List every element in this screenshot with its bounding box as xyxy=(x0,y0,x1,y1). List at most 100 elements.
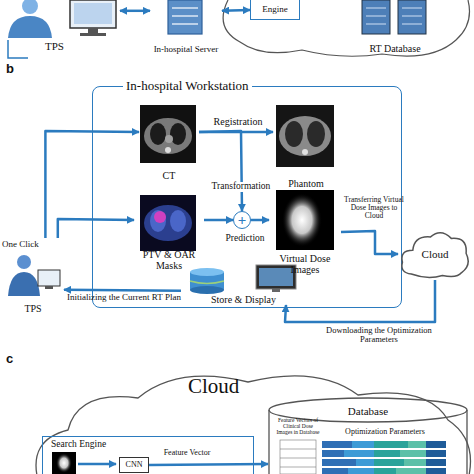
rt-database-icon xyxy=(362,0,390,34)
mask-image xyxy=(140,195,196,251)
parameter-table xyxy=(374,450,400,457)
mask-image xyxy=(144,205,192,241)
node-text: Database xyxy=(268,405,468,417)
parameter-table xyxy=(280,449,316,467)
database-box: RT Database xyxy=(350,0,440,54)
parameter-table xyxy=(344,450,374,457)
phantom-image xyxy=(279,116,331,156)
parameter-table xyxy=(374,459,404,466)
ct-box: CT xyxy=(139,105,199,181)
dose-box: Virtual Dose Images xyxy=(269,189,341,275)
cnn-box: CNN xyxy=(119,457,149,473)
tps-user-icon xyxy=(8,255,60,296)
parameter-table xyxy=(404,459,426,466)
parameter-table xyxy=(400,450,426,457)
mask-image xyxy=(140,195,196,251)
display-icon xyxy=(256,265,296,289)
ct-image xyxy=(144,118,192,154)
flow-arrow xyxy=(341,231,398,254)
panel-label: c xyxy=(6,352,26,366)
cloud-outline xyxy=(223,0,469,56)
node-text: CT xyxy=(139,171,199,182)
node-text: Cloud xyxy=(188,374,239,399)
server-icon xyxy=(168,0,202,34)
parameter-table xyxy=(374,441,408,448)
database-icon xyxy=(190,268,224,276)
parameter-table xyxy=(426,468,446,474)
flow-arrow xyxy=(285,280,435,322)
sum-circle: + xyxy=(233,211,251,229)
tps-user-icon xyxy=(8,272,40,296)
edge-label: Downloading the Optimization Parameters xyxy=(320,326,438,344)
database-icon xyxy=(190,281,224,284)
parameter-table xyxy=(396,468,426,474)
store-box: Store & Display xyxy=(181,263,306,305)
node-text: Phantom xyxy=(273,179,339,190)
query-dose-image xyxy=(56,453,72,473)
parameter-table xyxy=(356,459,374,466)
node-text: + xyxy=(234,212,250,228)
tps-user-icon xyxy=(17,255,31,269)
display-icon xyxy=(272,289,280,292)
mask-image xyxy=(154,211,166,223)
node-text: TPS xyxy=(45,40,64,52)
parameter-table xyxy=(322,441,352,448)
query-dose-image xyxy=(52,452,76,474)
static-arrow xyxy=(78,463,116,466)
rt-database-icon xyxy=(362,0,426,34)
edge-label: Transformation xyxy=(208,182,274,192)
rt-database-icon xyxy=(366,8,422,24)
tps-user-icon xyxy=(38,270,60,286)
tps-user-box: One ClickTPS xyxy=(2,238,64,314)
server-box: In-hospital Server xyxy=(150,0,222,54)
cloud-region: CloudDatabaseSearch EngineCNN xyxy=(28,368,474,474)
user-icon xyxy=(8,16,52,38)
panel-corner xyxy=(8,40,28,58)
edge-label: Transferring Virtual Dose Images to Clou… xyxy=(344,196,404,220)
flow-arrow xyxy=(58,219,134,238)
rt-database-icon xyxy=(398,0,426,34)
database-icon xyxy=(190,268,224,294)
table-header: Optimization Parameters xyxy=(330,428,440,436)
phantom-image xyxy=(285,121,303,147)
display-icon xyxy=(259,268,293,286)
node-text: Store & Display xyxy=(181,295,306,306)
cloud-shape xyxy=(36,376,471,474)
phantom-box: Phantom xyxy=(273,105,339,189)
node-text: In-hospital Server xyxy=(150,45,222,54)
parameter-table xyxy=(280,440,446,474)
flow-arrow xyxy=(149,464,268,465)
static-arrow xyxy=(78,464,116,465)
phantom-image xyxy=(276,105,334,167)
flow-arrow xyxy=(120,10,150,13)
parameter-table xyxy=(374,468,396,474)
monitor-icon xyxy=(74,3,112,24)
user-icon xyxy=(8,0,52,38)
server-icon xyxy=(172,8,198,24)
search-engine-box: Search EngineCNN xyxy=(42,436,254,474)
edge-label: Feature Vector xyxy=(152,449,222,457)
parameter-table xyxy=(280,440,316,474)
phantom-image xyxy=(276,105,334,167)
node-text: CNN xyxy=(120,458,148,472)
server-icon xyxy=(168,0,202,34)
query-dose-image xyxy=(52,452,76,474)
parameter-table xyxy=(426,459,446,466)
node-text: RT Database xyxy=(350,44,440,55)
dose-image xyxy=(276,190,334,250)
engine-box: Engine xyxy=(250,0,300,20)
flow-arrow xyxy=(251,219,269,222)
phantom-image xyxy=(307,121,325,147)
panel-label: b xyxy=(6,62,26,76)
edge-label: Initializing the Current RT Plan xyxy=(66,293,182,302)
edge-label: Registration xyxy=(204,117,272,128)
node-text: Engine xyxy=(251,0,299,19)
flow-arrow xyxy=(199,131,273,134)
panel-corner xyxy=(8,40,28,58)
ct-image xyxy=(170,123,186,145)
ct-image xyxy=(165,135,173,143)
flow-arrow xyxy=(204,219,233,222)
node-text: Cloud xyxy=(398,228,472,280)
node-text: Search Engine xyxy=(51,439,106,449)
